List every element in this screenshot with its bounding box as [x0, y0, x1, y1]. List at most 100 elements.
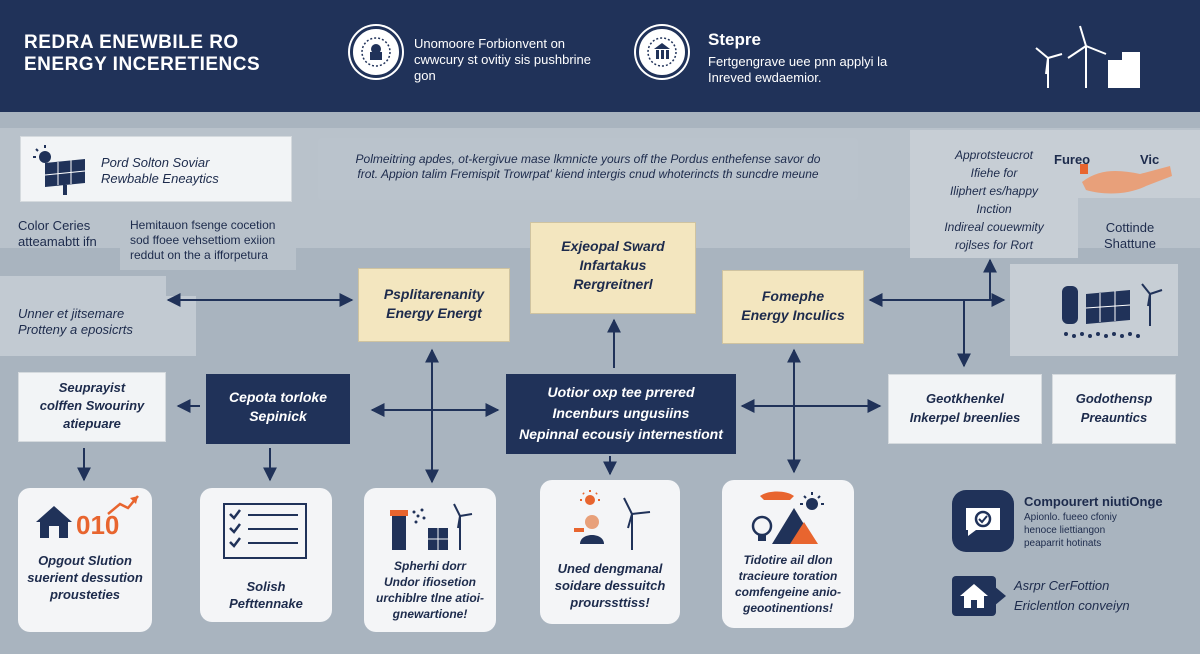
unneret-panel: [0, 276, 166, 356]
energy-icons-box: [1010, 264, 1178, 356]
cottinde-line2: Shattune: [1103, 236, 1157, 251]
compourert-line2: henoce liettiangon: [1024, 525, 1106, 536]
approt-line5: Indireal couewmity: [944, 220, 1044, 234]
approt-line3: Iliphert es/happy: [949, 184, 1039, 198]
factory-wind-icon: [390, 503, 473, 550]
approt-line4: Inction: [976, 202, 1012, 216]
expedial-text: Exjeopal Sward Infartakus Rergreitnerl: [531, 223, 695, 294]
intro-banner: Polmeitring apdes, ot-kergivue mase lkmn…: [318, 138, 858, 200]
center-line1: Uotior oxp tee prrered: [547, 384, 695, 400]
solar-title-line1: Pord Solton Soviar: [101, 155, 210, 170]
card-solish-text: Solish Pefttennake: [200, 578, 332, 612]
psplit-line1: Psplitarenanity: [383, 286, 485, 302]
hemitauon-line1: Hemitauon fsenge cocetion: [130, 218, 276, 232]
card-opgout-text: Opgout Slution suerient dessution proust…: [18, 552, 152, 603]
chat-check-icon: [952, 490, 1014, 552]
intro-banner-line2: frot. Appion talim Fremispit Trowrpat' k…: [357, 167, 819, 181]
asrpr-block: Asrpr CerFottion Ericlentlon conveiyn: [1014, 578, 1130, 614]
expedial-line1: Exjeopal Sward: [561, 238, 665, 254]
unneret-line2: Protteny a eposicrts: [18, 322, 133, 337]
card-tidotire-text: Tidotire ail dlon tracieure toration com…: [722, 552, 854, 616]
card-spherhi-line2: Undor ifiosetion: [384, 575, 476, 589]
card-opgout-number: 010: [76, 510, 120, 540]
seupray-box: Seuprayist colffen Swouriny atiepuare: [18, 372, 166, 442]
compourert-line3: peaparrit hotinats: [1024, 538, 1102, 549]
page-title-line2: ENERGY INCERETIENCS: [24, 54, 261, 75]
header-bar: [0, 0, 1200, 112]
house-icon: [36, 506, 72, 538]
geo2-line1: Godothensp: [1075, 391, 1153, 406]
seupray-text: Seuprayist colffen Swouriny atiepuare: [19, 373, 165, 433]
hemitauon-text: Hemitauon fsenge cocetion sod ffoee vehs…: [120, 210, 296, 271]
geo1-text: Geotkhenkel Inkerpel breenlies: [889, 375, 1041, 427]
card-opgout-line1: Opgout Slution: [38, 553, 132, 568]
header-item2-title: Stepre: [708, 30, 761, 49]
approt-line2: Ifiehe for: [970, 166, 1018, 180]
center-line3: Nepinnal ecousiy internestiont: [519, 426, 723, 442]
trend-arrow-icon: [107, 495, 139, 515]
house-arrow-icon: [952, 572, 1008, 625]
compourert-title: Compourert niutiOnge: [1024, 494, 1163, 509]
card-tidotire-line1: Tidotire ail dlon: [743, 553, 833, 567]
card-uned-line3: prourssttiss!: [570, 595, 650, 610]
checklist-icon: [223, 503, 307, 559]
unneret-line1: Unner et jitsemare: [18, 306, 125, 321]
card-tidotire: Tidotire ail dlon tracieure toration com…: [722, 480, 854, 628]
building-seal-icon: [636, 26, 688, 78]
unneret-label: Unner et jitsemare Protteny a eposicrts: [18, 306, 133, 338]
approt-line6: rojlses for Rort: [954, 238, 1034, 252]
cepota-line1: Cepota torloke: [228, 389, 327, 405]
page-title-line1: REDRA ENEWBILE RO: [24, 32, 239, 53]
header-item2-text: Fertgengrave uee pnn applyi la Inreved e…: [708, 54, 888, 85]
cottinde-label: Cottinde Shattune: [1090, 220, 1170, 252]
approt-text: Approtsteucrot Ifiehe for Iliphert es/ha…: [910, 130, 1078, 254]
expedial-line2: Infartakus: [579, 257, 647, 273]
card-opgout-line3: prousteties: [49, 587, 121, 602]
expedial-line3: Rergreitnerl: [573, 276, 653, 292]
geo1-line1: Geotkhenkel: [925, 391, 1005, 406]
card-spherhi-line4: gnewartione!: [392, 607, 468, 621]
bulb-mountain-icon: [751, 491, 824, 544]
seupray-line1: Seuprayist: [58, 380, 126, 395]
hemitauon-line2: sod ffoee vehsettiom exiion: [130, 233, 276, 247]
hand-icon: [1080, 160, 1176, 205]
card-uned: Uned dengmanal soidare dessuitch prourss…: [540, 480, 680, 624]
color-series-line1: Color Ceries: [18, 218, 91, 233]
solar-title-line2: Rewbable Eneaytics: [101, 171, 219, 186]
card-uned-text: Uned dengmanal soidare dessuitch prourss…: [540, 560, 680, 611]
cottinde-line1: Cottinde: [1105, 220, 1155, 235]
center-line2: Incenburs ungusiins: [552, 405, 690, 421]
hemitauon-box: Hemitauon fsenge cocetion sod ffoee vehs…: [120, 210, 296, 270]
psplit-line2: Energy Energt: [386, 305, 482, 321]
card-tidotire-line2: tracieure toration: [738, 569, 838, 583]
color-series-line2: atteamabtt ifn: [18, 234, 97, 249]
seupray-line2: colffen Swouriny: [39, 398, 145, 413]
cepota-text: Cepota torloke Sepinick: [206, 374, 350, 426]
card-uned-line2: soidare dessuitch: [554, 578, 666, 593]
expedial-box: Exjeopal Sward Infartakus Rergreitnerl: [530, 222, 696, 314]
geo2-line2: Preauntics: [1080, 410, 1148, 425]
fureo-label: Fureo: [1054, 152, 1091, 167]
solar-info-box: Pord Solton Soviar Rewbable Eneaytics: [20, 136, 292, 202]
center-box: Uotior oxp tee prrered Incenburs ungusii…: [506, 374, 736, 454]
asrpr-line2: Ericlentlon conveiyn: [1014, 598, 1130, 613]
fomephe-text: Fomephe Energy Inculics: [723, 271, 863, 325]
card-solish-line2: Pefttennake: [229, 596, 303, 611]
worker-wind-icon: [574, 490, 651, 550]
geo1-box: Geotkhenkel Inkerpel breenlies: [888, 374, 1042, 444]
center-text: Uotior oxp tee prrered Incenburs ungusii…: [506, 374, 736, 445]
card-solish-line1: Solish: [246, 579, 286, 594]
asrpr-line1: Asrpr CerFottion: [1014, 578, 1110, 593]
geo2-text: Godothensp Preauntics: [1053, 375, 1175, 427]
compourert-line1: Apionlo. fueeo cfoniy: [1024, 512, 1117, 523]
intro-banner-line1: Polmeitring apdes, ot-kergivue mase lkmn…: [355, 152, 821, 166]
wind-turbine-icon: [1030, 22, 1150, 95]
card-spherhi: Spherhi dorr Undor ifiosetion urchiblre …: [364, 488, 496, 632]
card-uned-line1: Uned dengmanal: [557, 561, 663, 576]
header-item1-text: Unomoore Forbionvent on cwwcury st oviti…: [414, 36, 591, 83]
card-solish: Solish Pefttennake: [200, 488, 332, 622]
geo1-line2: Inkerpel breenlies: [909, 410, 1021, 425]
cepota-box: Cepota torloke Sepinick: [206, 374, 350, 444]
solar-panel-icon: [33, 145, 86, 195]
vic-label: Vic: [1140, 152, 1160, 167]
